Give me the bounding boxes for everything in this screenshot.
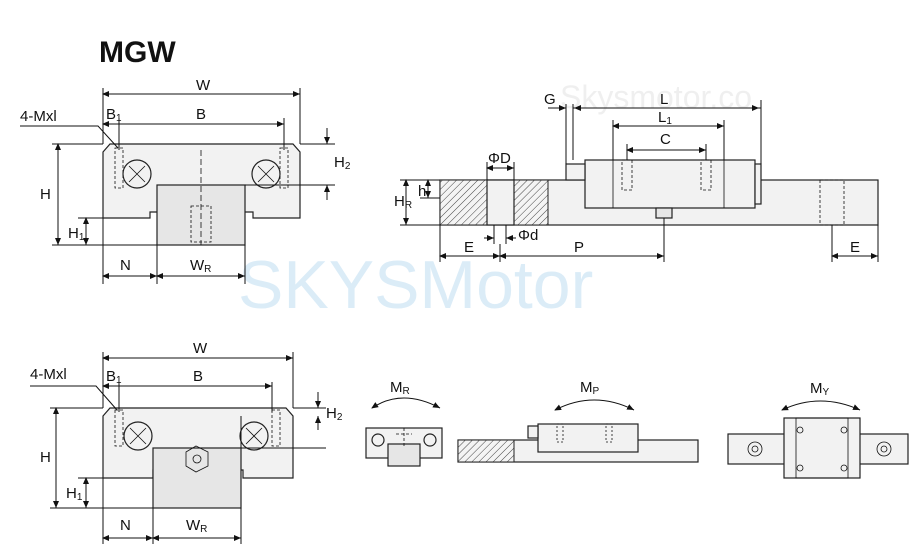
dim-h: H — [40, 186, 51, 203]
dim-hr: HR — [394, 193, 412, 211]
dim-n: N — [120, 257, 131, 274]
dim-l1: L1 — [658, 109, 672, 127]
label-mount-holes-2: 4-Mxl — [30, 366, 67, 383]
dim-b-2: B — [193, 368, 203, 385]
label-my: MY — [810, 380, 830, 398]
dim-g: G — [544, 91, 556, 108]
dim-h-small: h — [418, 183, 426, 200]
dim-l: L — [660, 91, 668, 108]
hex-bolt — [185, 445, 209, 473]
end-cap — [754, 163, 762, 205]
moment-mr: MR — [365, 379, 443, 467]
dim-h-2: H — [40, 449, 51, 466]
mp-carriage — [537, 423, 639, 453]
top-front-view: W B1 B 4-Mxl H H1 H2 N WR — [20, 77, 351, 284]
end-seal — [565, 163, 586, 181]
rail-2 — [152, 447, 242, 509]
dim-w: W — [196, 77, 211, 94]
counterbore — [486, 179, 515, 226]
dim-phi-d: ΦD — [488, 150, 511, 167]
dim-phi-d-small: Φd — [518, 227, 538, 244]
moment-my: MY — [727, 380, 909, 479]
dim-p: P — [574, 239, 584, 256]
watermark-small: Skysmotor.co — [560, 79, 752, 115]
side-view: G L L1 C ΦD HR h Φd E P E — [394, 91, 879, 262]
slider-block — [102, 143, 301, 219]
dim-e-left: E — [464, 239, 474, 256]
page-title: MGW — [99, 36, 176, 69]
dim-b: B — [196, 106, 206, 123]
dim-h1-2: H1 — [66, 485, 83, 503]
moment-mp: MP — [457, 379, 699, 463]
label-mp: MP — [580, 379, 600, 397]
dim-b1-2: B1 — [106, 368, 122, 386]
dim-wr: WR — [190, 257, 211, 275]
dim-e-right: E — [850, 239, 860, 256]
carriage — [584, 159, 756, 209]
retainer — [655, 207, 673, 219]
dim-h2-2: H2 — [326, 405, 343, 423]
dim-h1: H1 — [68, 225, 85, 243]
label-mount-holes: 4-Mxl — [20, 108, 57, 125]
mr-rail — [387, 443, 421, 467]
dim-h2: H2 — [334, 154, 351, 172]
label-mr: MR — [390, 379, 410, 397]
watermark: SKYSMotor — [238, 247, 593, 323]
dim-c: C — [660, 131, 671, 148]
dim-wr-2: WR — [186, 517, 207, 535]
dim-b1: B1 — [106, 106, 122, 124]
bottom-front-view: W B1 B 4-Mxl H H1 H2 N WR — [30, 340, 343, 544]
dim-n-2: N — [120, 517, 131, 534]
my-carriage — [783, 417, 861, 479]
dim-w-2: W — [193, 340, 208, 357]
